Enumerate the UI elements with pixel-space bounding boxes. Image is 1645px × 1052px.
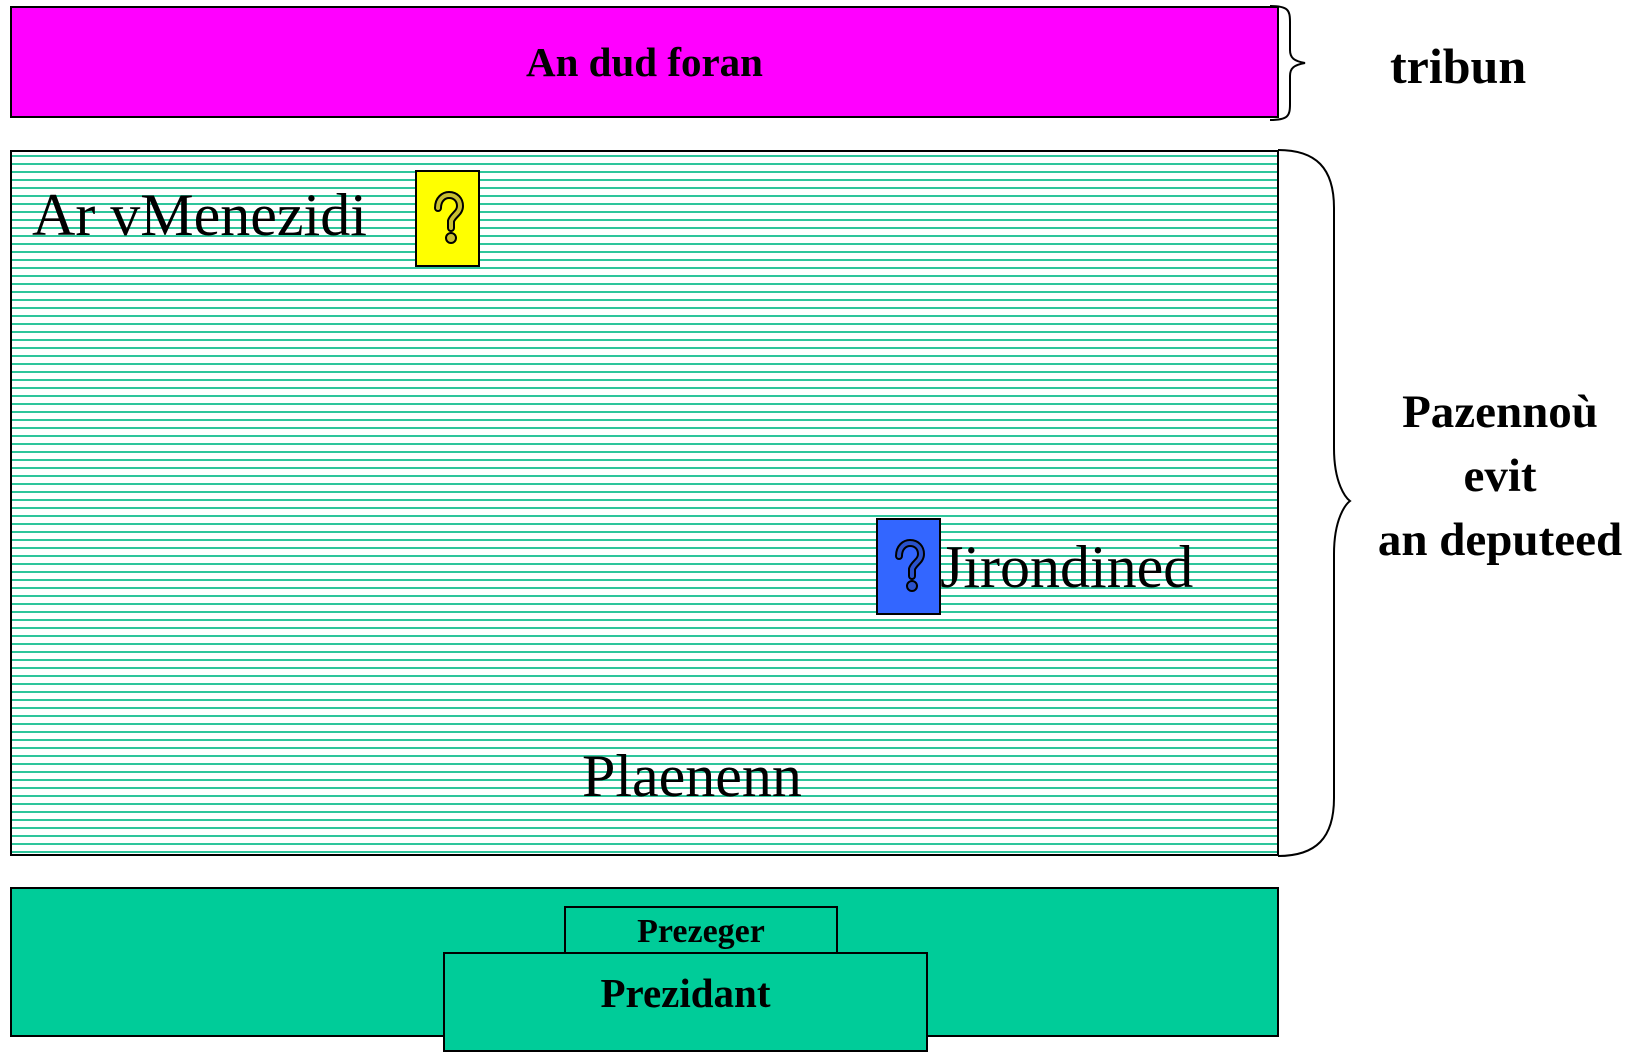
girondins-label: Jirondined bbox=[940, 534, 1194, 600]
montagnards-label: Ar vMenezidi bbox=[32, 182, 367, 248]
girondins-marker bbox=[876, 518, 941, 615]
president-box: Prezidant bbox=[443, 952, 928, 1052]
deputies-caption-line: Pazennoù bbox=[1402, 386, 1598, 438]
tribune-bar-label: An dud foran bbox=[526, 39, 763, 85]
plain-label: Plaenenn bbox=[582, 743, 802, 809]
deputies-brace bbox=[1277, 149, 1352, 857]
deputies-caption-line: an deputeed bbox=[1377, 514, 1623, 566]
tribune-caption: tribun bbox=[1390, 38, 1527, 94]
deputies-caption: Pazennoù evit an deputeed bbox=[1350, 380, 1645, 572]
tribune-bar: An dud foran bbox=[10, 6, 1279, 118]
montagnards-marker bbox=[415, 170, 480, 267]
question-mark-icon bbox=[894, 538, 925, 592]
bureau-bar: Prezeger Prezidant bbox=[10, 887, 1279, 1052]
deputies-caption-line: evit bbox=[1463, 450, 1537, 502]
tribune-brace bbox=[1269, 5, 1306, 121]
secretary-label: Prezeger bbox=[637, 913, 765, 950]
assembly-benches: Ar vMenezidi Jirondined Plaenenn bbox=[10, 150, 1279, 856]
president-label: Prezidant bbox=[600, 970, 771, 1016]
question-mark-icon bbox=[433, 190, 464, 244]
